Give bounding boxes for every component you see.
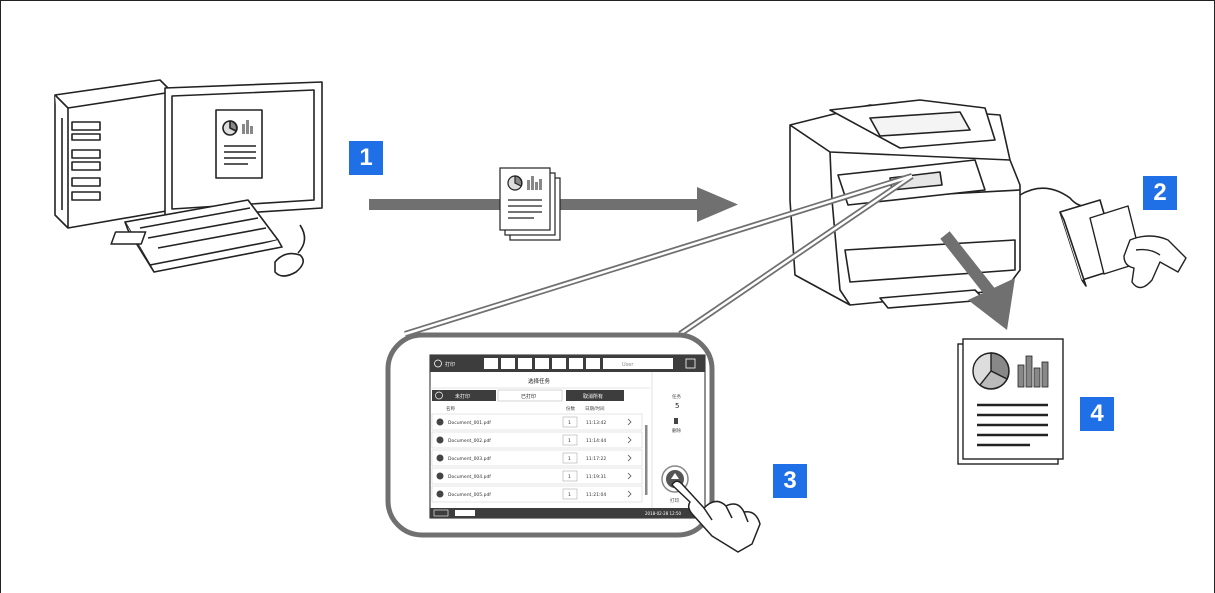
job-name: Document_003.pdf — [448, 456, 491, 462]
col-datetime-header: 日期/时间 — [585, 405, 605, 412]
job-time: 11:17:22 — [586, 456, 606, 462]
job-name: Document_001.pdf — [448, 420, 491, 426]
col-copies-header: 份数 — [566, 405, 575, 412]
job-row[interactable]: Document_001.pdf 1 11:13:42 — [431, 413, 643, 431]
logout-icon[interactable] — [685, 358, 696, 369]
scrollbar[interactable] — [645, 425, 648, 495]
print-button-label: 打印 — [670, 497, 679, 504]
tab-unprinted[interactable] — [432, 390, 496, 401]
checkmark-icon[interactable] — [436, 436, 444, 444]
print-job-document-icon — [499, 167, 561, 241]
job-name: Document_004.pdf — [448, 474, 491, 480]
checkmark-icon[interactable] — [436, 454, 444, 462]
panel-title: 选择任务 — [528, 377, 551, 385]
chevron-right-icon[interactable] — [627, 454, 632, 462]
select-all-icon[interactable] — [435, 391, 443, 400]
job-copies: 1 — [568, 420, 571, 426]
touchscreen-panel: 打印 User 选择任务 未打印 已打印 取消所有 — [429, 354, 706, 519]
side-delete-label: 删除 — [672, 427, 681, 434]
job-copies: 1 — [568, 456, 571, 462]
trash-icon[interactable] — [674, 418, 678, 424]
job-copies: 1 — [568, 492, 571, 498]
checkmark-icon[interactable] — [436, 490, 444, 498]
job-copies: 1 — [568, 474, 571, 480]
step-1-badge: 1 — [349, 141, 383, 175]
step-4-badge: 4 — [1080, 397, 1114, 431]
job-monitor-icon[interactable] — [455, 510, 475, 516]
step-3-badge: 3 — [773, 464, 807, 498]
user-label: User — [622, 362, 634, 368]
job-name: Document_002.pdf — [448, 438, 491, 444]
checkmark-icon[interactable] — [436, 418, 444, 426]
card-reader-cable — [1019, 187, 1096, 208]
chevron-right-icon[interactable] — [627, 472, 632, 480]
job-time: 11:13:42 — [586, 420, 606, 426]
app-title: 打印 — [445, 361, 455, 368]
chevron-right-icon[interactable] — [627, 490, 632, 498]
cancel-all-label: 取消所有 — [583, 393, 603, 400]
job-time: 11:19:31 — [586, 474, 606, 480]
step-2-badge: 2 — [1143, 176, 1177, 210]
tab-unprinted-label: 未打印 — [455, 393, 470, 400]
id-card-hand-icon — [1089, 205, 1187, 289]
job-row[interactable]: Document_003.pdf 1 11:17:22 — [431, 449, 643, 467]
job-row[interactable]: Document_004.pdf 1 11:19:31 — [431, 467, 643, 485]
screen-datetime: 2018-02-28 12:50 — [645, 511, 682, 516]
touchscreen-zoom: 打印 User 选择任务 未打印 已打印 取消所有 — [385, 332, 715, 538]
job-name: Document_005.pdf — [448, 492, 491, 498]
job-row[interactable]: Document_005.pdf 1 11:21:04 — [431, 485, 643, 503]
job-time: 11:14:44 — [586, 438, 606, 444]
pointing-hand-icon — [671, 480, 761, 553]
tab-printed-label: 已打印 — [521, 393, 536, 400]
status-icon-bar — [484, 358, 600, 369]
computer-icon — [54, 79, 323, 277]
job-time: 11:21:04 — [586, 492, 606, 498]
job-list: Document_001.pdf 1 11:13:42Document_002.pd… — [431, 413, 643, 503]
side-jobs-count: 5 — [675, 402, 679, 410]
user-field[interactable] — [603, 358, 673, 369]
home-icon[interactable] — [434, 359, 442, 368]
col-name-header: 名称 — [446, 405, 455, 412]
job-copies: 1 — [568, 438, 571, 444]
zoom-callout-lines — [404, 173, 914, 337]
job-row[interactable]: Document_002.pdf 1 11:14:44 — [431, 431, 643, 449]
tab-printed[interactable] — [497, 389, 563, 402]
output-arrow — [940, 231, 1015, 330]
chevron-right-icon[interactable] — [627, 418, 632, 426]
chevron-right-icon[interactable] — [627, 436, 632, 444]
printed-document-icon — [957, 338, 1064, 465]
cancel-all-button[interactable] — [566, 390, 624, 401]
status-icon[interactable] — [433, 509, 449, 517]
checkmark-icon[interactable] — [436, 472, 444, 480]
side-jobs-label: 任务 — [672, 393, 681, 400]
